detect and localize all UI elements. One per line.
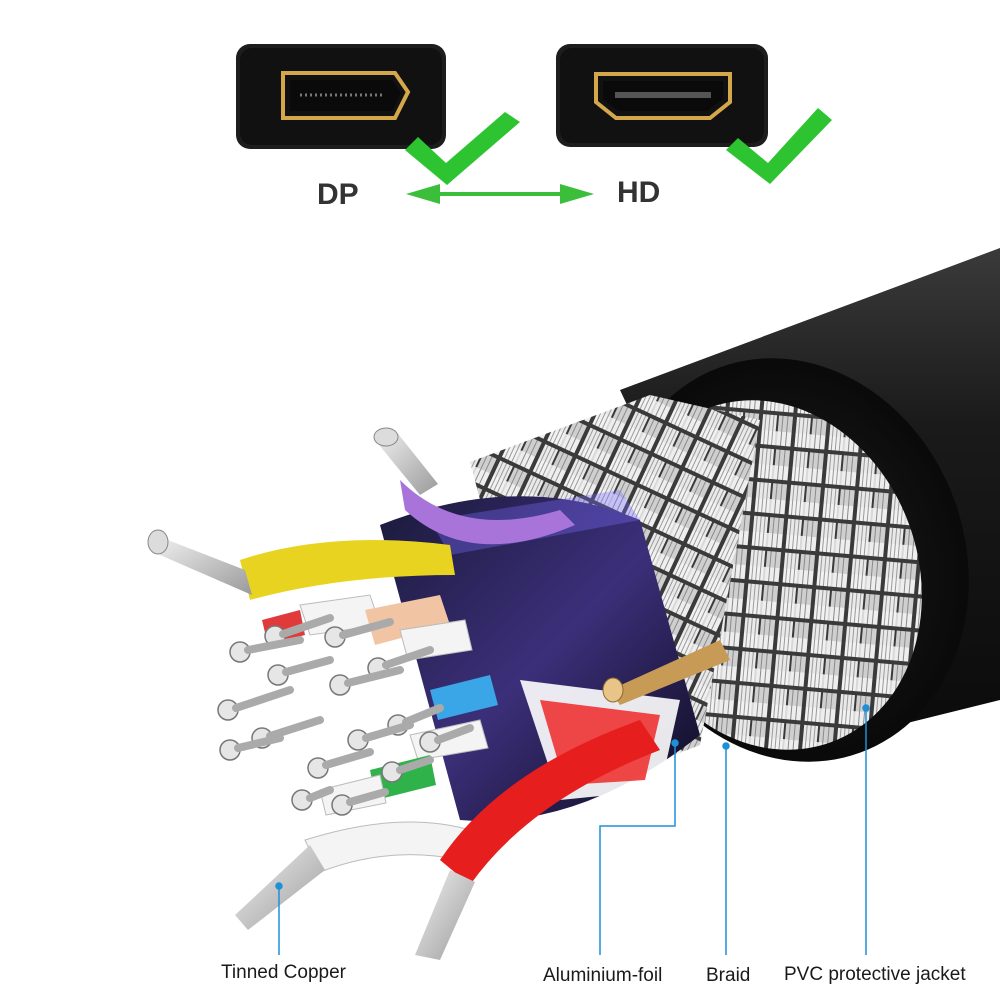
check-icon (726, 108, 832, 184)
label-pointers (275, 704, 870, 955)
purple-wire (373, 427, 575, 545)
tinned-copper-label: Tinned Copper (221, 962, 346, 983)
yellow-wire (147, 529, 455, 600)
twisted-pair-wires (217, 594, 498, 816)
pvc-jacket-label: PVC protective jacket (784, 964, 966, 985)
drain-wire (602, 640, 730, 705)
braid-label: Braid (706, 965, 751, 986)
bidirectional-arrow-icon (406, 184, 594, 204)
dp-connector (236, 44, 446, 149)
hd-label: HD (617, 176, 661, 209)
hd-connector (556, 44, 768, 147)
dp-label: DP (317, 178, 359, 211)
aluminium-foil-label: Aluminium-foil (543, 965, 663, 986)
red-wire (415, 720, 660, 960)
check-icon (405, 112, 520, 185)
